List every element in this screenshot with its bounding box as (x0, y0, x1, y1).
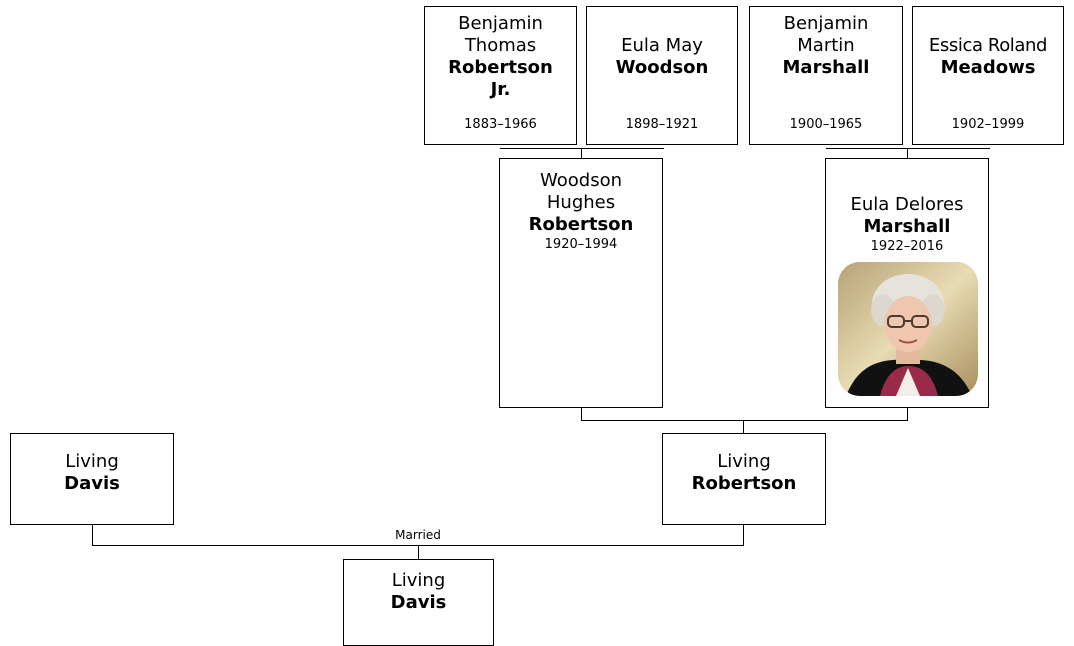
person-card-benjamin-thomas-robertson[interactable]: Benjamin Thomas Robertson Jr. 1883–1966 (424, 6, 577, 145)
life-dates: 1922–2016 (870, 239, 944, 254)
surname: Robertson (691, 473, 797, 494)
surname: Robertson Jr. (448, 57, 553, 100)
given-name: Eula May (621, 35, 703, 56)
given-name: Living (391, 570, 446, 591)
person-card-eula-may-woodson[interactable]: Eula May Woodson 1898–1921 (586, 6, 738, 145)
person-card-woodson-hughes-robertson[interactable]: Woodson Hughes Robertson 1920–1994 (499, 158, 663, 408)
married-label: Married (395, 528, 441, 542)
connector-line (743, 524, 744, 545)
surname: Davis (64, 473, 120, 494)
given-name: Benjamin Thomas (458, 13, 543, 56)
given-name: Eula Delores (850, 194, 964, 215)
given-name: Living (65, 451, 119, 472)
person-card-living-davis-child[interactable]: Living Davis (343, 559, 494, 646)
surname: Meadows (940, 57, 1036, 78)
person-card-living-robertson[interactable]: Living Robertson (662, 433, 826, 525)
surname: Woodson (615, 57, 709, 78)
surname: Davis (390, 592, 447, 613)
connector-line (581, 148, 582, 159)
life-dates: 1883–1966 (464, 117, 537, 132)
surname: Marshall (863, 216, 951, 237)
connector-line (500, 148, 664, 149)
person-card-eula-delores-marshall[interactable]: Eula Delores Marshall 1922–2016 (825, 158, 989, 408)
portrait-photo (838, 262, 978, 396)
given-name: Woodson Hughes (540, 170, 622, 213)
connector-line (581, 420, 908, 421)
person-card-benjamin-martin-marshall[interactable]: Benjamin Martin Marshall 1900–1965 (749, 6, 903, 145)
person-card-essica-roland-meadows[interactable]: Essica Roland Meadows 1902–1999 (912, 6, 1064, 145)
life-dates: 1898–1921 (625, 117, 699, 132)
given-name: Essica Roland (928, 35, 1048, 56)
life-dates: 1920–1994 (544, 237, 618, 252)
person-card-living-davis-spouse[interactable]: Living Davis (10, 433, 174, 525)
connector-line (581, 407, 582, 421)
surname: Marshall (782, 57, 870, 78)
surname: Robertson (528, 214, 634, 235)
connector-line (92, 524, 93, 545)
life-dates: 1902–1999 (951, 117, 1025, 132)
connector-line (826, 148, 990, 149)
life-dates: 1900–1965 (789, 117, 863, 132)
connector-line (907, 148, 908, 159)
given-name: Benjamin Martin (783, 13, 869, 56)
connector-line (907, 407, 908, 421)
connector-line (418, 545, 419, 560)
given-name: Living (717, 451, 771, 472)
connector-line (743, 420, 744, 434)
